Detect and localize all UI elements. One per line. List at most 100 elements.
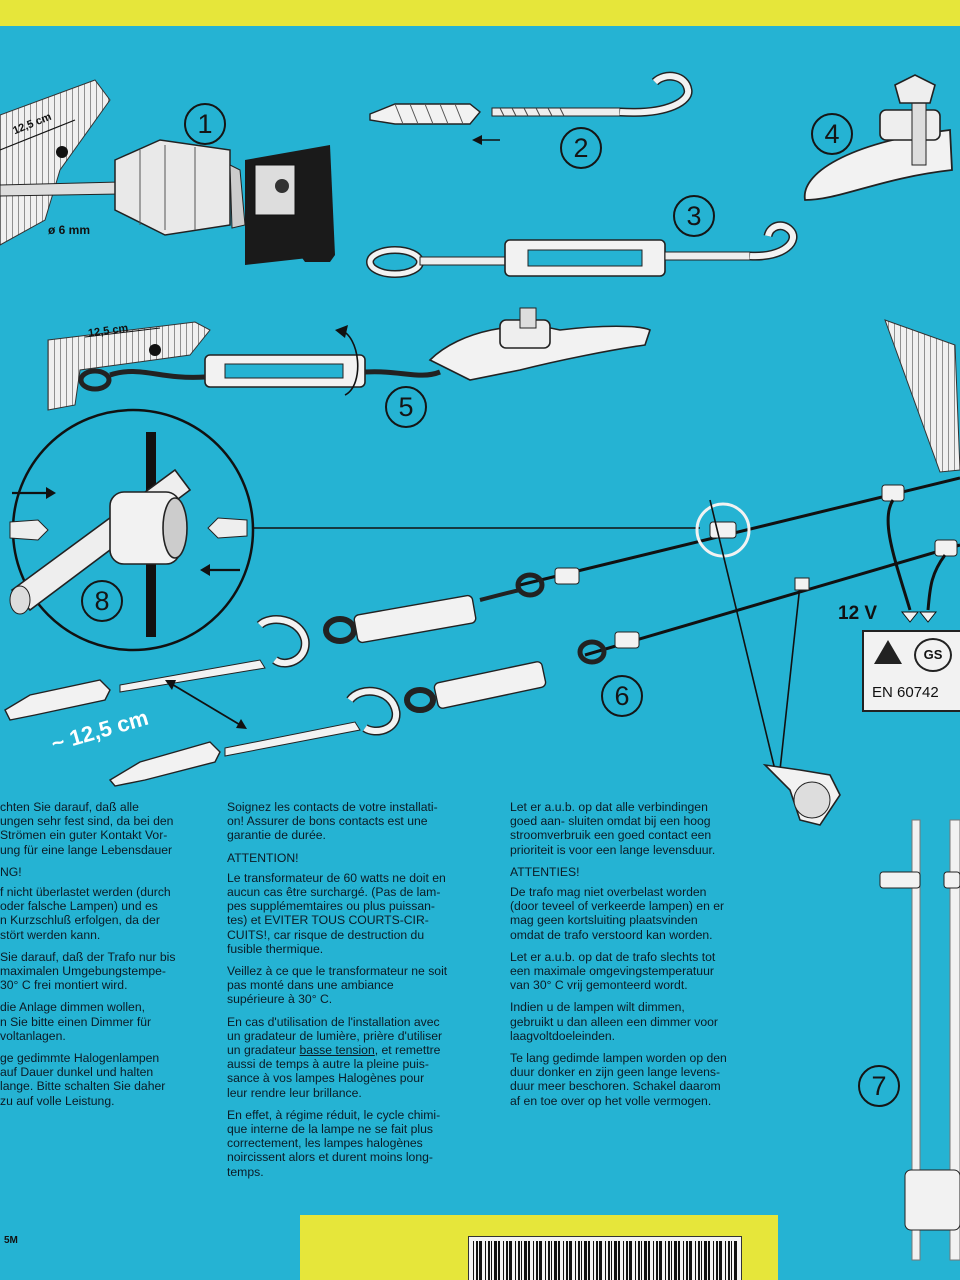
step-number-7: 7	[858, 1065, 900, 1107]
barcode-bar	[488, 1241, 490, 1280]
dutch-p1: Let er a.u.b. op dat alle verbindingen g…	[510, 800, 716, 857]
voltage-label: 12 V	[838, 603, 878, 624]
standard-label: EN 60742	[872, 684, 939, 701]
step-number-5: 5	[385, 386, 427, 428]
step7-rod-illustration	[879, 819, 960, 1261]
barcode-bar	[494, 1241, 497, 1280]
barcode-bar	[536, 1241, 538, 1280]
dutch-p4: Indien u de lampen wilt dimmen, gebruikt…	[510, 1000, 718, 1043]
barcode-bar	[545, 1241, 546, 1280]
german-p3: Sie darauf, daß der Trafo nur bis maxima…	[0, 949, 176, 993]
barcode-bar	[578, 1241, 580, 1280]
step4-clamp-illustration	[804, 74, 953, 201]
barcode-bar	[491, 1241, 492, 1280]
barcode-bar	[641, 1241, 642, 1280]
barcode	[468, 1236, 742, 1280]
barcode-bar	[614, 1241, 617, 1280]
step-number-6: 6	[601, 675, 643, 717]
barcode-bar	[644, 1241, 647, 1280]
step3-turnbuckle-illustration	[366, 221, 798, 278]
step-number-4: 4	[811, 113, 853, 155]
french-p2: Le transformateur de 60 watts ne doit en…	[227, 870, 446, 956]
barcode-bar	[623, 1241, 624, 1280]
barcode-bar	[563, 1241, 564, 1280]
barcode-bar	[731, 1241, 732, 1280]
german-instructions: chten Sie darauf, daß alle ungen sehr fe…	[0, 800, 200, 1116]
barcode-bar	[528, 1241, 530, 1280]
german-p2: f nicht überlastet werden (durch oder fa…	[0, 885, 171, 942]
barcode-bar	[683, 1241, 684, 1280]
barcode-bar	[674, 1241, 677, 1280]
barcode-bar	[728, 1241, 730, 1280]
barcode-bar	[713, 1241, 714, 1280]
barcode-bar	[588, 1241, 590, 1280]
german-p5: ge gedimmte Halogenlampen auf Dauer dunk…	[0, 1051, 166, 1108]
barcode-bar	[473, 1241, 474, 1280]
barcode-bar	[575, 1241, 576, 1280]
step1-drill-illustration	[0, 79, 335, 265]
barcode-bar	[635, 1241, 636, 1280]
dutch-heading: ATTENTIES!	[510, 864, 580, 879]
barcode-bar	[704, 1241, 707, 1280]
barcode-bar	[533, 1241, 534, 1280]
french-p4-underlined: basse tension	[299, 1043, 375, 1058]
product-code: 5M	[4, 1235, 18, 1246]
barcode-bar	[695, 1241, 696, 1280]
barcode-bar	[596, 1241, 598, 1280]
barcode-bar	[725, 1241, 726, 1280]
transformer-label: GS EN 60742	[862, 630, 960, 712]
barcode-bar	[686, 1241, 688, 1280]
barcode-bar	[605, 1241, 606, 1280]
step-number-1: 1	[184, 103, 226, 145]
barcode-bar	[701, 1241, 702, 1280]
barcode-bar	[558, 1241, 560, 1280]
safety-triangle-icon	[874, 640, 902, 664]
barcode-bar	[506, 1241, 508, 1280]
barcode-bar	[716, 1241, 718, 1280]
dutch-p3: Let er a.u.b. op dat de trafo slechts to…	[510, 949, 716, 993]
barcode-bar	[593, 1241, 594, 1280]
dutch-p2: De trafo mag niet overbelast worden (doo…	[510, 885, 725, 942]
gs-mark-icon: GS	[914, 638, 952, 672]
barcode-bar	[521, 1241, 522, 1280]
barcode-bar	[554, 1241, 557, 1280]
step8-cross-connector-detail	[9, 408, 700, 652]
french-p4-start: En cas d'utilisation de l'installation a…	[227, 1014, 443, 1058]
barcode-bar	[648, 1241, 650, 1280]
barcode-bar	[566, 1241, 568, 1280]
dutch-p5: Te lang gedimde lampen worden op den duu…	[510, 1051, 727, 1108]
french-p4: En cas d'utilisation de l'installation a…	[227, 1015, 487, 1100]
barcode-bar	[719, 1241, 722, 1280]
barcode-bar	[656, 1241, 658, 1280]
barcode-bar	[671, 1241, 672, 1280]
barcode-bar	[611, 1241, 612, 1280]
barcode-bar	[509, 1241, 512, 1280]
barcode-bar	[734, 1241, 737, 1280]
german-heading: NG!	[0, 864, 22, 879]
barcode-bar	[659, 1241, 662, 1280]
step2-dowel-hook-illustration	[369, 71, 693, 145]
barcode-bar	[665, 1241, 666, 1280]
barcode-bar	[638, 1241, 640, 1280]
barcode-bar	[689, 1241, 692, 1280]
german-p4: die Anlage dimmen wollen, n Sie bitte ei…	[0, 1000, 152, 1043]
french-p1: Soignez les contacts de votre installati…	[227, 800, 438, 843]
barcode-bar	[518, 1241, 520, 1280]
barcode-bar	[608, 1241, 610, 1280]
barcode-bar	[548, 1241, 550, 1280]
barcode-bar	[485, 1241, 486, 1280]
barcode-bar	[503, 1241, 504, 1280]
french-heading: ATTENTION!	[227, 850, 299, 865]
barcode-bar	[698, 1241, 700, 1280]
barcode-bar	[668, 1241, 670, 1280]
french-p4-end: , et remettre aussi de temps à autre la …	[227, 1043, 441, 1100]
barcode-bar	[569, 1241, 572, 1280]
barcode-bar	[584, 1241, 587, 1280]
barcode-bar	[678, 1241, 680, 1280]
french-p3: Veillez à ce que le transformateur ne so…	[227, 964, 448, 1007]
barcode-bar	[626, 1241, 628, 1280]
barcode-bar	[551, 1241, 552, 1280]
barcode-bar	[581, 1241, 582, 1280]
